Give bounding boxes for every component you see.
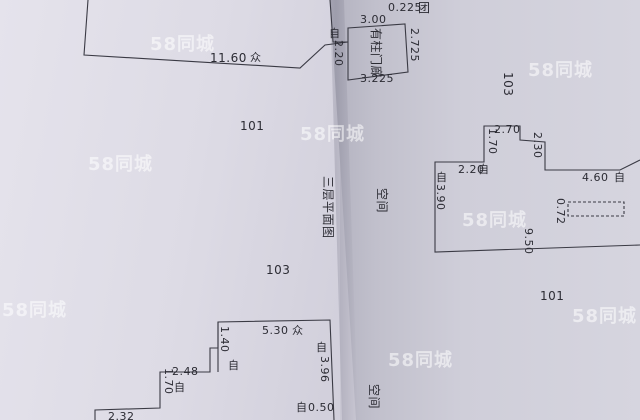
dim-0-72: 0.72 bbox=[554, 198, 567, 225]
dim-3-90: 3.90 bbox=[434, 184, 447, 211]
dim-2-48: 2.48 bbox=[172, 365, 199, 378]
watermark-2: 58同城 bbox=[528, 60, 594, 81]
mark-self-right-c: 自 bbox=[436, 171, 448, 184]
mark-public-bottom: 众 bbox=[292, 324, 304, 337]
left-page bbox=[0, 0, 340, 420]
mark-self-right-b: 自 bbox=[614, 171, 626, 184]
dim-0-50: 0.50 bbox=[308, 401, 335, 414]
watermark-7: 58同城 bbox=[388, 350, 454, 371]
watermark-4: 58同城 bbox=[88, 154, 154, 175]
room-103-top-right: 103 bbox=[501, 72, 515, 97]
dim-3-225: 3.225 bbox=[360, 72, 394, 85]
watermark-3: 58同城 bbox=[300, 124, 366, 145]
top-mid-outline bbox=[329, 0, 409, 81]
label-void-upper: 空间 bbox=[375, 188, 389, 214]
label-third-floor-plan: 三层平面图 bbox=[321, 176, 335, 239]
dim-1-70-right: 1.70 bbox=[486, 128, 499, 155]
room-101-right: 101 bbox=[540, 289, 565, 303]
mark-self-bottom-b: 自 bbox=[228, 359, 240, 372]
mark-public-top: 众 bbox=[250, 51, 262, 64]
dim-2-20-top-mid: 2.20 bbox=[332, 40, 345, 67]
dim-5-30: 5.30 bbox=[262, 324, 289, 337]
watermark-5: 58同城 bbox=[462, 210, 528, 231]
dim-2-20-right: 2.20 bbox=[458, 163, 485, 176]
label-stair-porch: 有柱门廊 bbox=[369, 28, 383, 79]
mark-self-right-a: 自 bbox=[478, 163, 490, 176]
corner-mark: 团 bbox=[418, 1, 431, 15]
right-unit-box bbox=[567, 201, 625, 217]
right-unit-outline bbox=[434, 125, 640, 253]
mark-self-bottom-d: 自 bbox=[296, 401, 308, 414]
watermark-6: 58同城 bbox=[2, 300, 68, 321]
dim-1-70-bottom: 1.70 bbox=[162, 368, 175, 395]
dim-3-00: 3.00 bbox=[360, 13, 387, 26]
dim-2-32: 2.32 bbox=[108, 410, 135, 420]
bottom-left-outline bbox=[94, 319, 335, 420]
dim-2-70: 2.70 bbox=[494, 123, 521, 136]
dim-4-60: 4.60 bbox=[582, 171, 609, 184]
watermark-8: 58同城 bbox=[572, 306, 638, 327]
dim-3-96: 3.96 bbox=[318, 356, 331, 383]
dim-1-40: 1.40 bbox=[218, 326, 231, 353]
mark-self-top-mid: 自 bbox=[329, 27, 341, 40]
dim-2-725: 2.725 bbox=[408, 28, 421, 62]
dim-2-30: 2.30 bbox=[531, 132, 544, 159]
top-left-outline bbox=[83, 0, 349, 69]
mark-self-bottom-c: 自 bbox=[174, 381, 186, 394]
room-103-left: 103 bbox=[266, 263, 291, 277]
mark-self-bottom-a: 自 bbox=[316, 341, 328, 354]
room-101-top: 101 bbox=[240, 119, 265, 133]
label-void-lower: 空间 bbox=[367, 384, 381, 410]
watermark-1: 58同城 bbox=[150, 34, 216, 55]
dim-width-11-60: 11.60 bbox=[210, 51, 247, 65]
right-page bbox=[330, 0, 640, 420]
dim-0-225: 0.225 bbox=[388, 1, 422, 14]
